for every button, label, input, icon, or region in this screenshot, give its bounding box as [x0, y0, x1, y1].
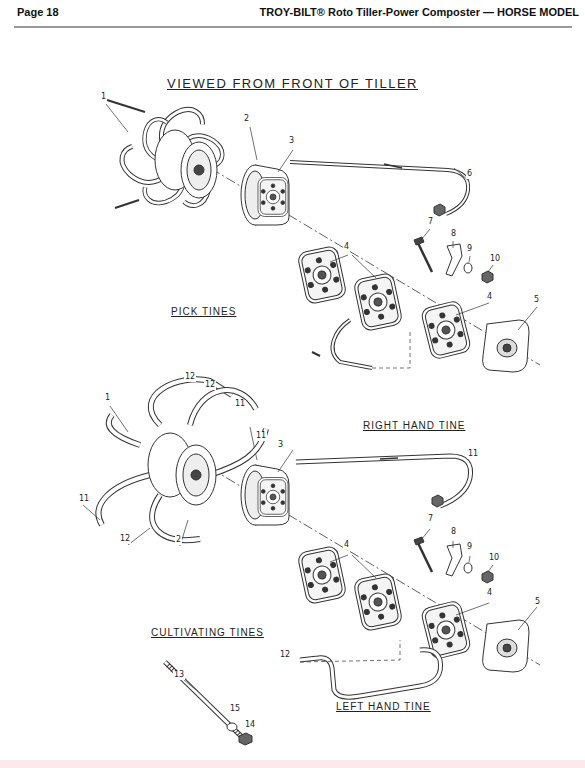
callout-number: 4 — [343, 243, 350, 252]
callout-number: 11 — [467, 450, 479, 459]
callout-number: 11 — [234, 400, 246, 409]
view-title: VIEWED FROM FRONT OF TILLER — [0, 76, 585, 91]
callout-number: 7 — [427, 515, 434, 524]
group-caption: LEFT HAND TINE — [335, 701, 432, 712]
callout-number: 5 — [533, 296, 540, 305]
callout-number: 8 — [450, 230, 457, 239]
callout-number: 10 — [488, 554, 500, 563]
callout-number: 15 — [229, 705, 241, 714]
callout-number: 12 — [204, 381, 216, 390]
group-caption: PICK TINES — [170, 306, 237, 317]
callout-number: 7 — [427, 218, 434, 227]
callout-number: 12 — [184, 373, 196, 382]
callout-number: 14 — [244, 721, 256, 730]
callout-number: 2 — [243, 115, 250, 124]
callout-number: 8 — [450, 528, 457, 537]
callout-number: 4 — [486, 589, 493, 598]
callout-number: 11 — [255, 432, 267, 441]
group-caption: CULTIVATING TINES — [150, 627, 265, 638]
callout-number: 6 — [466, 170, 473, 179]
callout-number: 1 — [100, 93, 107, 102]
callout-number: 12 — [279, 651, 291, 660]
page-header: TROY-BILT® Roto Tiller-Power Composter —… — [259, 6, 580, 18]
callout-number: 9 — [466, 245, 473, 254]
callout-number: 4 — [343, 541, 350, 550]
page-header: Page 18 — [16, 6, 60, 18]
callout-number: 3 — [277, 441, 284, 450]
callout-number: 10 — [489, 255, 501, 264]
callout-number: 11 — [78, 495, 90, 504]
callout-number: 5 — [534, 598, 541, 607]
callout-number: 1 — [104, 394, 111, 403]
callout-number: 13 — [173, 671, 185, 680]
callout-number: 9 — [466, 543, 473, 552]
callout-number: 2 — [175, 536, 182, 545]
group-caption: RIGHT HAND TINE — [362, 420, 466, 431]
callout-number: 3 — [288, 137, 295, 146]
callout-number: 4 — [486, 293, 493, 302]
callout-number: 12 — [119, 535, 131, 544]
